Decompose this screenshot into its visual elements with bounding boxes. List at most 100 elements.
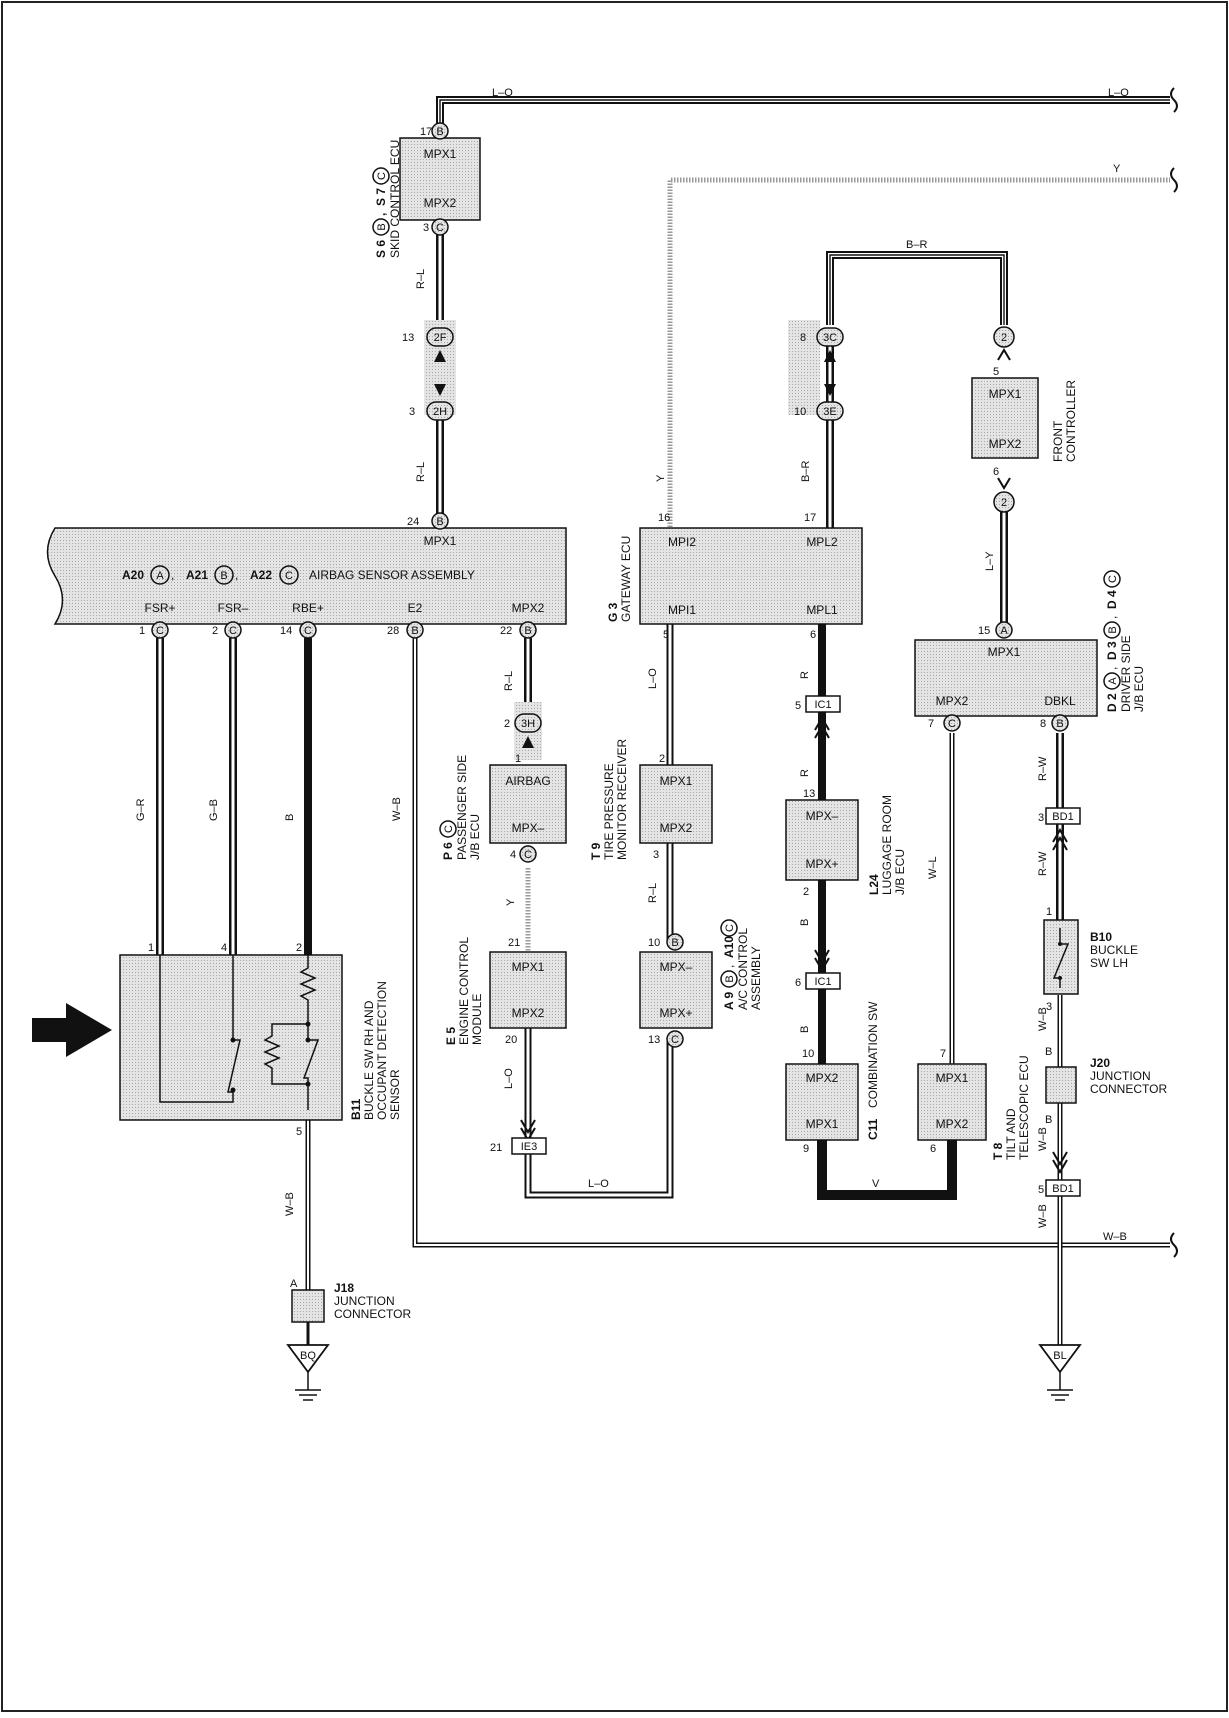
wire-label: R–W xyxy=(1037,756,1049,781)
svg-text:C: C xyxy=(376,172,388,180)
pin-number: 4 xyxy=(221,942,227,954)
wire-l-o-top xyxy=(436,96,1170,135)
skid-control-ecu-name: SKID CONTROL ECU xyxy=(388,140,402,258)
combination-sw-label: C11 COMBINATION SW xyxy=(866,1001,880,1140)
connector-letter: B xyxy=(671,937,678,949)
connector-circle-icon xyxy=(431,512,449,530)
connector-letter: B xyxy=(1056,718,1063,730)
svg-text:BUCKLE: BUCKLE xyxy=(1090,943,1138,957)
airbag-mpx1-label: MPX1 xyxy=(424,534,457,548)
svg-text:SW LH: SW LH xyxy=(1090,956,1128,970)
svg-text:B: B xyxy=(376,223,388,230)
inline-connector-code: IC1 xyxy=(814,976,831,988)
engine-control-module-label: E 5 ENGINE CONTROL MODULE xyxy=(444,937,484,1045)
gateway-ecu: MPI2 MPL2 MPI1 MPL1 xyxy=(639,527,863,625)
airbag-sensor-assembly-name: AIRBAG SENSOR ASSEMBLY xyxy=(309,568,475,582)
ac-mpx-minus-label: MPX– xyxy=(660,960,693,974)
combo-mpx1-label: MPX1 xyxy=(806,1117,839,1131)
svg-text:C: C xyxy=(1107,575,1119,583)
svg-text:,: , xyxy=(171,568,174,582)
pin-number: 3 xyxy=(423,222,429,234)
front-mpx1-label: MPX1 xyxy=(989,387,1022,401)
connector-circle-icon xyxy=(720,970,738,988)
pin-label-fsr-plus: FSR+ xyxy=(144,601,175,615)
arrow-down-icon xyxy=(1052,1151,1068,1174)
wire-label: B xyxy=(284,814,296,821)
junction-connector-j20 xyxy=(1045,1066,1077,1104)
connector-circle-icon xyxy=(372,167,390,185)
skid-control-ecu-label: S 6 B , S 7 C SKID CONTROL ECU xyxy=(372,140,402,258)
connector-circle-icon xyxy=(439,820,457,838)
junction-code: 2F xyxy=(434,332,447,344)
wire-label: L–O xyxy=(492,87,513,99)
junction-oval-icon xyxy=(816,327,844,347)
svg-text:ASSEMBLY: ASSEMBLY xyxy=(749,946,763,1010)
connector-letter: 2 xyxy=(1001,497,1007,509)
svg-text:E 5: E 5 xyxy=(444,1027,458,1045)
connector-circle-icon xyxy=(372,218,390,236)
svg-text:A22: A22 xyxy=(250,568,272,582)
wire-label: W–L xyxy=(927,856,939,879)
tire-pressure-label: T 9 TIRE PRESSURE MONITOR RECEIVER xyxy=(589,739,629,860)
connector-circle-icon xyxy=(406,621,424,639)
svg-text:,: , xyxy=(235,568,238,582)
pin-number: 4 xyxy=(510,849,516,861)
luggage-mpx-minus-label: MPX– xyxy=(806,809,839,823)
svg-text:B: B xyxy=(724,975,736,982)
svg-text:J/B ECU: J/B ECU xyxy=(468,814,482,860)
inline-connector-icon xyxy=(1045,1179,1081,1197)
svg-text:MODULE: MODULE xyxy=(470,994,484,1045)
pin-number: 14 xyxy=(280,625,292,637)
svg-text:TIRE PRESSURE: TIRE PRESSURE xyxy=(602,763,616,860)
svg-text:COMBINATION SW: COMBINATION SW xyxy=(866,1001,880,1108)
svg-text:D 3: D 3 xyxy=(1105,641,1119,660)
pin-number: 5 xyxy=(1038,1184,1044,1196)
svg-text:B11: B11 xyxy=(349,1098,363,1120)
connector-letter: C xyxy=(156,625,164,637)
pin-number: 2 xyxy=(212,625,218,637)
connector-circle-icon xyxy=(151,621,169,639)
wire-label: W–B xyxy=(1037,1007,1049,1031)
wire-break-icon xyxy=(1170,87,1178,113)
combo-mpx2-label: MPX2 xyxy=(806,1071,839,1085)
ground-triangle-icon xyxy=(1038,1344,1082,1374)
svg-text:A 9: A 9 xyxy=(722,991,736,1010)
gateway-mpl2-label: MPL2 xyxy=(806,535,838,549)
driver-mpx1-label: MPX1 xyxy=(988,645,1021,659)
pin-number: 5 xyxy=(663,629,669,641)
wire-label: R xyxy=(799,769,811,777)
svg-text:S 7: S 7 xyxy=(374,188,388,206)
junction-code: 3H xyxy=(521,718,535,730)
ac-control-assembly-label: A 9 B , A10 C A/C CONTROL ASSEMBLY xyxy=(720,919,763,1010)
passenger-side-jb-ecu: AIRBAG MPX– xyxy=(489,764,567,844)
ground-triangle-icon xyxy=(286,1344,330,1374)
wire-label: W–B xyxy=(1103,1231,1127,1243)
arrow-up-icon xyxy=(1052,828,1068,851)
connector-circle-icon xyxy=(431,122,449,140)
tilt-telescopic-ecu-label: T 8 TILT AND TELESCOPIC ECU xyxy=(991,1055,1031,1160)
pin-number: 10 xyxy=(794,406,806,418)
pin-number: 7 xyxy=(928,718,934,730)
wire-label: R–L xyxy=(415,269,427,289)
combination-sw-left: MPX2 MPX1 xyxy=(785,1063,859,1141)
pin-number: 3 xyxy=(653,849,659,861)
svg-text:C11: C11 xyxy=(866,1118,880,1140)
skid-mpx1-label: MPX1 xyxy=(424,147,457,161)
driver-side-jb-ecu: MPX1 MPX2 DBKL xyxy=(914,639,1098,717)
ground-code: BQ xyxy=(300,1350,316,1362)
svg-text:,: , xyxy=(374,213,388,216)
gateway-mpi2-label: MPI2 xyxy=(668,535,696,549)
connector-circle-icon xyxy=(431,218,449,236)
svg-text:J18: J18 xyxy=(334,1281,354,1295)
wire-label: R–W xyxy=(1037,851,1049,876)
arrow-up-icon xyxy=(434,350,446,396)
svg-text:B: B xyxy=(1107,626,1119,633)
pin-number: 1 xyxy=(148,942,154,954)
pin-number: 5 xyxy=(795,700,801,712)
connector-circle-icon xyxy=(224,621,242,639)
svg-text:LUGGAGE ROOM: LUGGAGE ROOM xyxy=(880,795,894,895)
wire-label: L–O xyxy=(647,668,659,689)
passenger-side-jb-ecu-label: P 6 C PASSENGER SIDE J/B ECU xyxy=(439,755,482,860)
front-controller: MPX1 MPX2 xyxy=(971,377,1039,459)
svg-text:B: B xyxy=(220,570,227,582)
